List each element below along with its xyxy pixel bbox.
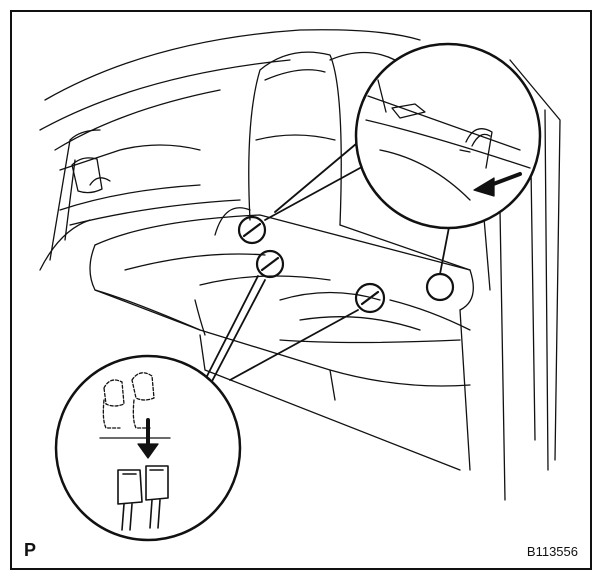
- arrow-icon: [473, 172, 522, 197]
- seat-cushion: [89, 214, 474, 471]
- buckle-connector-icon: [117, 465, 169, 531]
- buckle-location-markers: [237, 215, 455, 314]
- location-marker-right: [354, 282, 386, 314]
- location-marker-upper: [425, 272, 455, 302]
- location-marker-center: [255, 249, 285, 279]
- location-marker-left: [237, 215, 267, 245]
- arrow-icon: [137, 418, 159, 459]
- figure-id: B113556: [526, 544, 578, 559]
- corner-label: P: [24, 540, 37, 560]
- detail-callout-upper: [354, 42, 542, 230]
